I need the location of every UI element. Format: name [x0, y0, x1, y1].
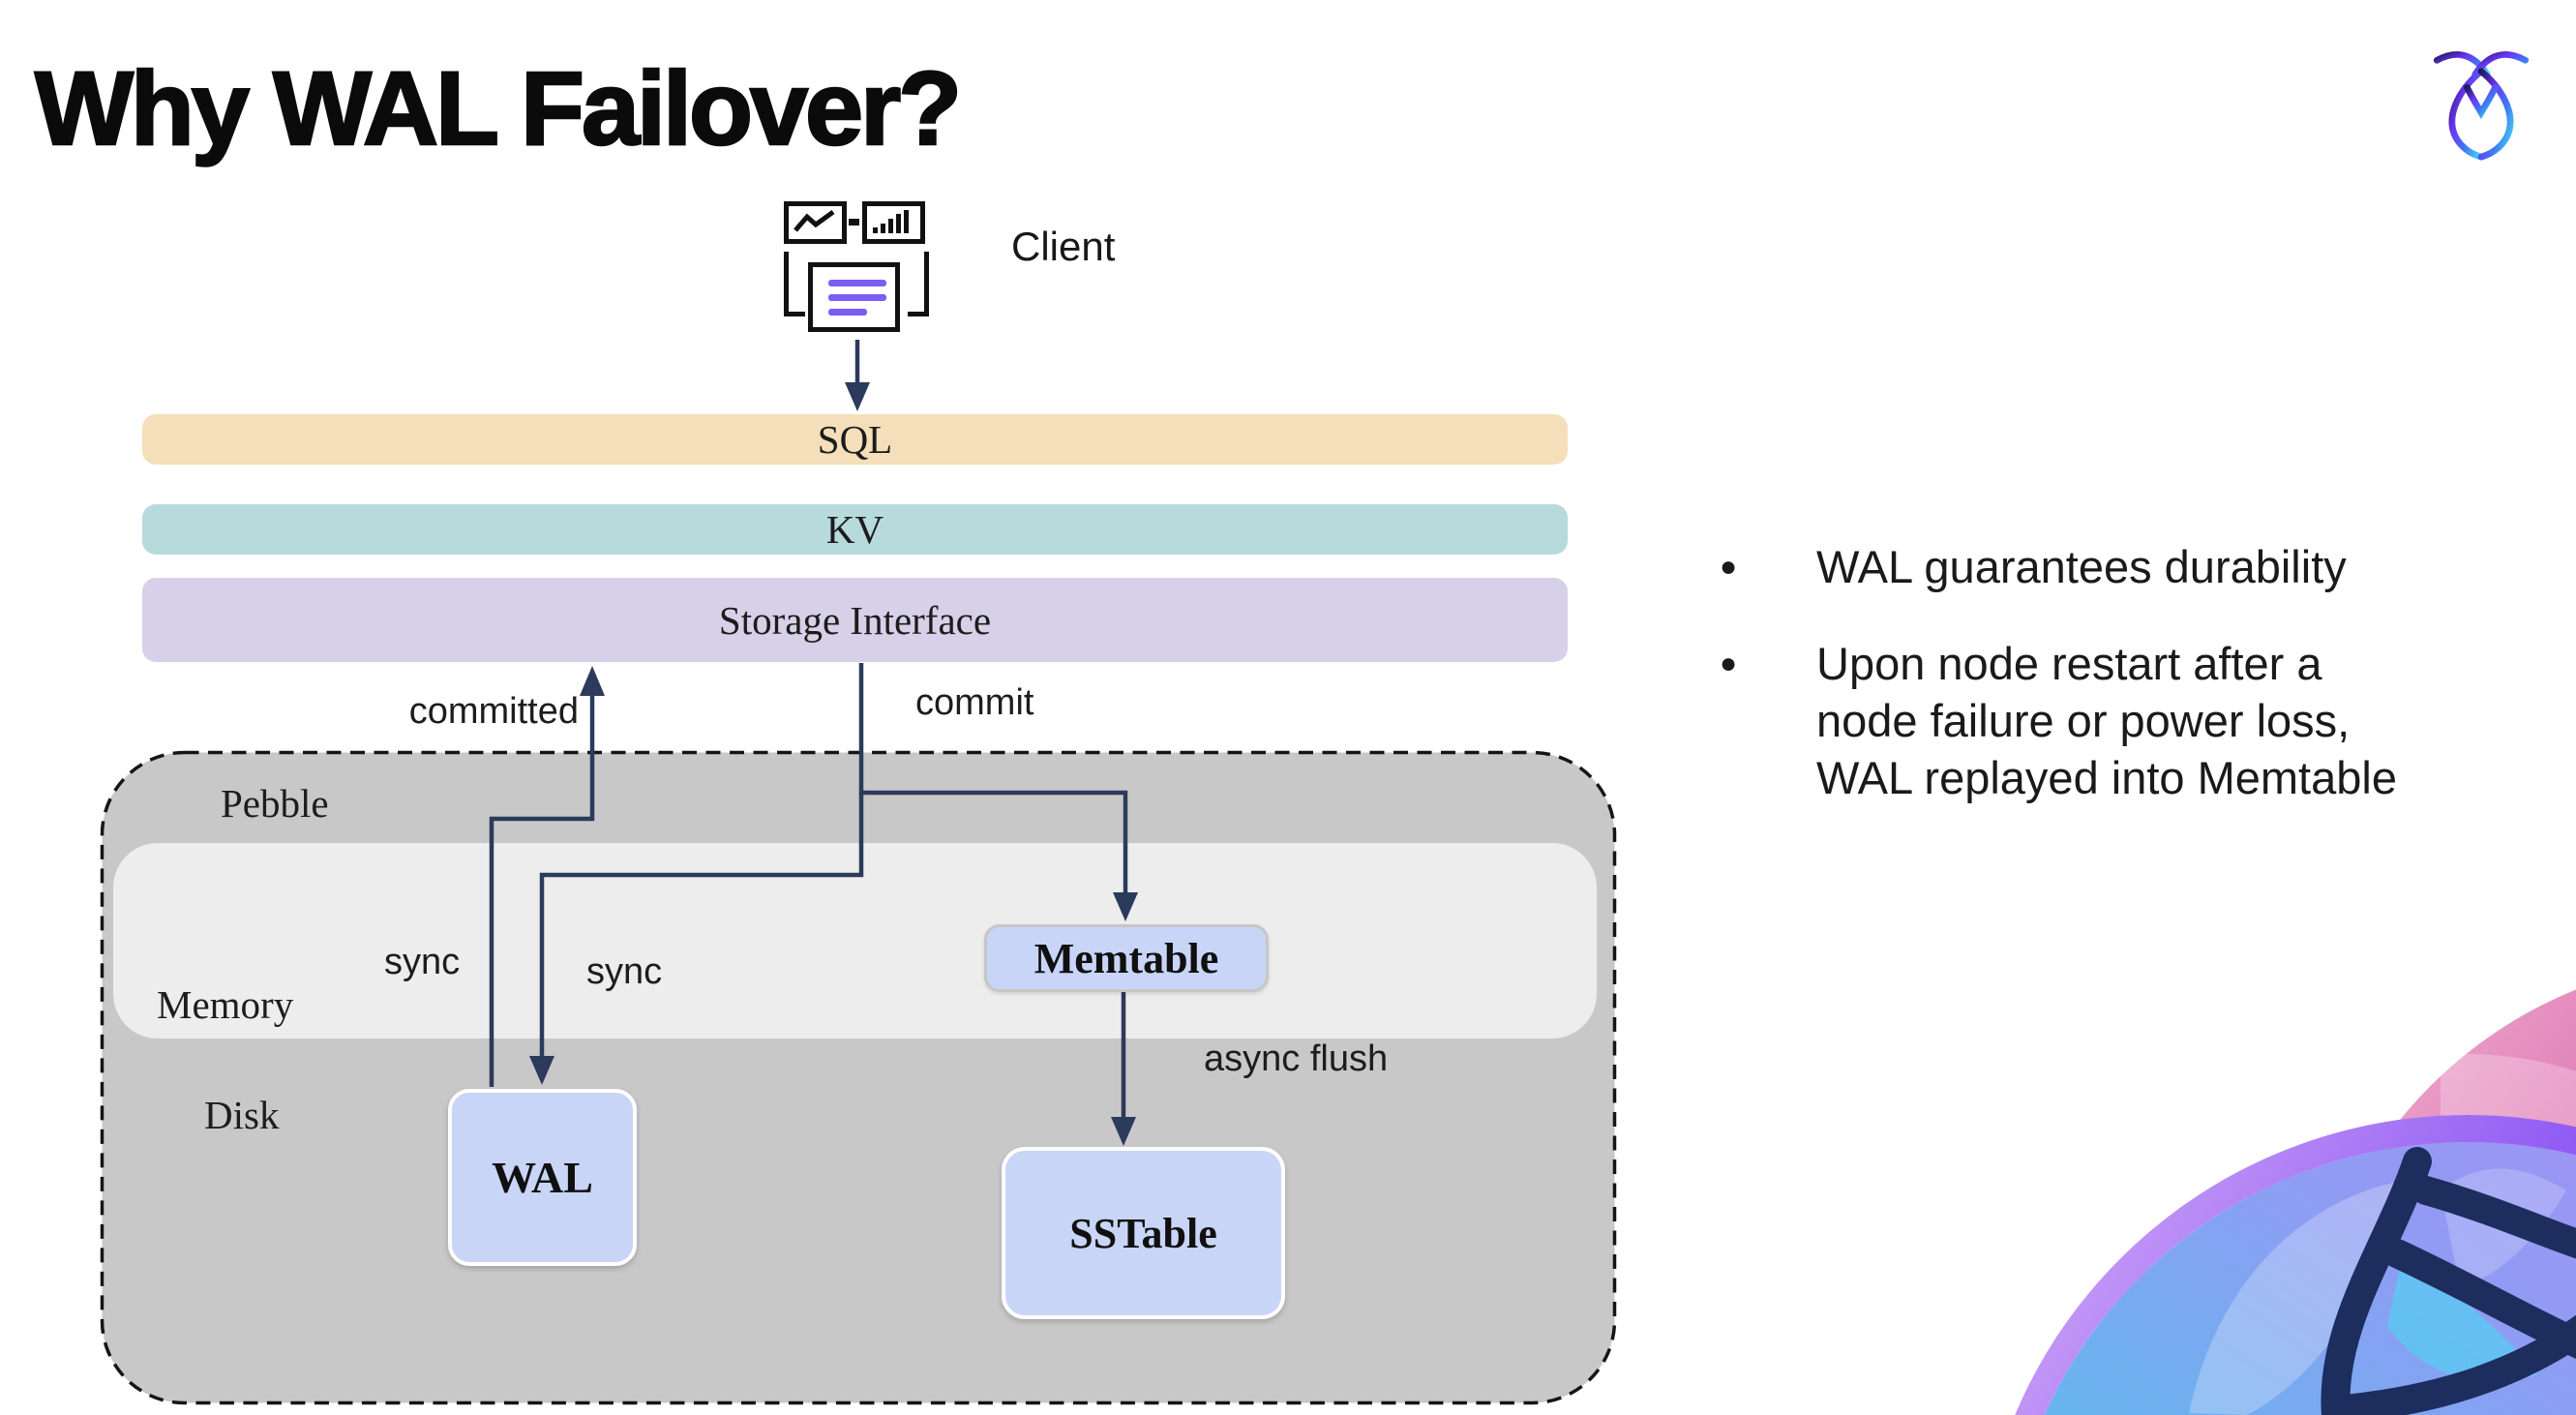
bullet-text: WAL guarantees durability: [1816, 541, 2347, 592]
arrowhead-down-sql: [845, 382, 870, 411]
logo-body-right: [2477, 68, 2514, 161]
document-text-line: [828, 280, 886, 286]
page-title: Why WAL Failover?: [34, 49, 964, 166]
commit-edge-label: commit: [915, 682, 1034, 723]
monitor-bracket-right: [908, 252, 929, 316]
memory-band: [113, 843, 1597, 1039]
sync-left-edge-label: sync: [384, 942, 461, 982]
brand-art-graphic: [2015, 989, 2576, 1415]
art-violet-ring: [2015, 1115, 2576, 1415]
client-dashboard-icon: [780, 199, 935, 340]
sstable-node-label: SSTable: [1069, 1209, 1217, 1257]
document-text-line: [828, 294, 886, 301]
wal-node: WAL: [448, 1089, 637, 1266]
async-flush-edge-label: async flush: [1204, 1039, 1389, 1079]
art-petal-left: [2189, 1181, 2402, 1415]
arrowhead-up-storage: [580, 666, 605, 696]
sstable-node: SSTable: [1002, 1147, 1285, 1319]
memtable-node: Memtable: [984, 924, 1269, 992]
disk-label: Disk: [204, 1093, 280, 1137]
art-leaf-fill: [2387, 1258, 2537, 1382]
bullet-dot: [1720, 635, 1816, 806]
committed-edge-label: committed: [408, 691, 579, 732]
bullet-text: Upon node restart after a node failure o…: [1816, 638, 2397, 803]
list-item: WAL guarantees durability: [1720, 538, 2513, 595]
bullet-list: WAL guarantees durability Upon node rest…: [1720, 538, 2513, 846]
sync-right-edge-label: sync: [586, 951, 663, 992]
sql-layer-label: SQL: [817, 417, 893, 462]
storage-interface-label: Storage Interface: [718, 597, 992, 643]
bullet-dot: [1720, 538, 1816, 595]
connector-dash: [849, 219, 859, 226]
monitor-bracket-left: [784, 252, 805, 316]
pebble-label: Pebble: [221, 781, 329, 826]
cockroachdb-logo-icon: [2433, 50, 2530, 161]
kv-layer-label: KV: [825, 507, 884, 552]
sql-layer-bar: SQL: [142, 414, 1568, 465]
art-vein-bottom-arc: [2339, 1314, 2576, 1415]
memtable-node-label: Memtable: [1033, 934, 1219, 982]
bar-chart-icon: [862, 201, 925, 244]
art-vein-stem: [2321, 1147, 2432, 1415]
kv-layer-bar: KV: [142, 504, 1568, 555]
line-chart-icon: [784, 201, 847, 244]
memory-label: Memory: [157, 982, 294, 1027]
wal-node-label: WAL: [492, 1153, 593, 1202]
logo-inner-v: [2464, 83, 2499, 120]
list-item: Upon node restart after a node failure o…: [1720, 635, 2513, 806]
document-icon: [808, 262, 900, 332]
art-vein-branch-high: [2411, 1176, 2576, 1259]
document-text-line: [828, 309, 867, 316]
storage-interface-layer-bar: Storage Interface: [142, 578, 1568, 662]
client-label: Client: [1011, 224, 1116, 269]
logo-body-left: [2448, 68, 2485, 161]
